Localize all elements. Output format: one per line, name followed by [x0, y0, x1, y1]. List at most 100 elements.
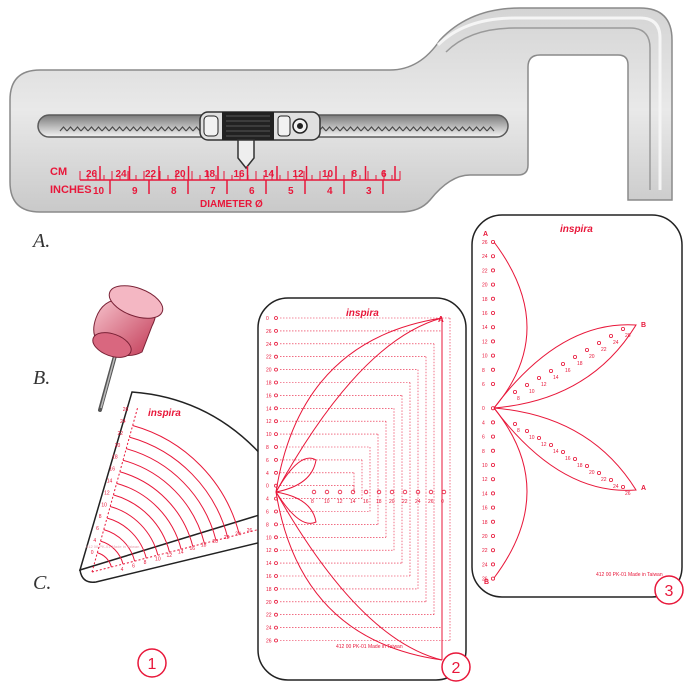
t3-row-number: 26: [482, 577, 488, 583]
t3-petal-hole: [525, 428, 530, 433]
t2-hole: [274, 599, 278, 604]
t2-hole: [274, 393, 278, 398]
t2-row-number: 12: [266, 548, 272, 554]
fan-arc: [103, 529, 136, 562]
t3-row-number: 26: [482, 240, 488, 246]
fan-arc: [116, 482, 182, 550]
cm-number: 16: [234, 169, 246, 180]
t2-row-number: 8: [266, 445, 269, 451]
t3-row-number: 20: [482, 534, 488, 540]
t3-petal-upper: [493, 324, 637, 409]
t3-petal-number: 18: [577, 463, 583, 469]
t3-hole: [490, 296, 495, 301]
t3-petal-number: 26: [625, 333, 631, 339]
t2-center-number: 20: [389, 499, 395, 505]
t2-center-hole: [389, 489, 395, 495]
t2-center-hole: [311, 489, 317, 495]
t2-hole: [274, 406, 278, 411]
t3-petal-hole: [513, 421, 518, 426]
t3-petal-number: 22: [601, 477, 607, 483]
template-3: 2624222018161412108604681012141618202224…: [471, 214, 684, 605]
fan-arc-number: 22: [224, 535, 230, 541]
t3-petal-number: 14: [553, 375, 559, 381]
t2-row-number: 26: [266, 329, 272, 335]
template-1-fan: 2624222018161412108640468101214161820222…: [78, 391, 302, 678]
cm-number: 26: [86, 169, 98, 180]
fan-number: 12: [104, 490, 110, 496]
fan-number: 6: [96, 526, 99, 532]
t3-petal-hole: [621, 484, 626, 489]
callout-2: [441, 652, 471, 682]
t3-petal-hole: [573, 354, 578, 359]
inch-number: 4: [327, 186, 333, 197]
fan-arc: [110, 505, 159, 556]
t3-letter-a-top: A: [483, 231, 488, 238]
t2-row-number: 16: [266, 393, 272, 399]
t2-center-number: 8: [311, 499, 314, 505]
t2-center-hole: [337, 489, 343, 495]
diameter-label: DIAMETER Ø: [200, 199, 263, 210]
fan-arc: [113, 494, 170, 553]
t2-center-number: 24: [415, 499, 421, 505]
inch-number: 7: [210, 186, 216, 197]
t3-petal-hole: [549, 368, 554, 373]
callout-2-label: 2: [452, 660, 461, 677]
template-2: 0262422201816141210864046810121416182022…: [257, 297, 471, 682]
fan-number: 26: [123, 407, 129, 413]
t2-row-number: 8: [266, 522, 269, 528]
t3-petal-number: 16: [565, 368, 571, 374]
t2-hole: [274, 380, 278, 385]
t2-curve: [275, 317, 443, 493]
fan-arc-number: 10: [155, 556, 161, 562]
t3-hole: [490, 462, 495, 467]
fan-arc-number: 16: [189, 546, 195, 552]
fan-arc-number: 20: [212, 539, 218, 545]
fan-arc-number: 6: [132, 564, 135, 570]
t3-petal-hole: [585, 347, 590, 352]
t2-curve: [275, 491, 443, 661]
t3-row-number: 16: [482, 311, 488, 317]
t2-row-number: 14: [266, 561, 272, 567]
fan-arc: [126, 448, 217, 541]
t3-petal-number: 24: [613, 484, 619, 490]
t2-center-number: 18: [376, 499, 382, 505]
t2-center-hole: [324, 489, 330, 495]
t2-center-number: 12: [337, 499, 343, 505]
cm-number: 10: [322, 169, 334, 180]
fan-arc: [132, 425, 240, 535]
label-c: C.: [33, 572, 52, 594]
t3-petal-number: 22: [601, 347, 607, 353]
t2-center-hole: [415, 489, 421, 495]
fan-arc: [106, 517, 147, 559]
t2-row-number: 20: [266, 368, 272, 374]
cm-number: 22: [145, 169, 157, 180]
t2-hole: [274, 419, 278, 424]
fan-number: 10: [101, 502, 107, 508]
brand-logo-1: inspira: [148, 408, 181, 419]
t2-row-number: 10: [266, 535, 272, 541]
t3-petal-hole: [597, 340, 602, 345]
cm-number: 12: [293, 169, 305, 180]
fan-arc-number: 4: [121, 567, 124, 573]
t2-row-number: 6: [266, 510, 269, 516]
t3-hole: [490, 548, 495, 553]
t3-hole: [490, 339, 495, 344]
t3-petal-number: 10: [529, 389, 535, 395]
cm-number: 18: [204, 169, 216, 180]
t3-row-number: 16: [482, 506, 488, 512]
callout-1-label: 1: [148, 656, 157, 673]
fan-edge: [91, 408, 138, 573]
t3-row-number: 4: [482, 420, 485, 426]
t2-center-number: 22: [402, 499, 408, 505]
t2-center-hole: [350, 489, 356, 495]
fan-arc-number: 24: [235, 532, 241, 538]
t2-letter-a: A: [438, 315, 444, 324]
t3-petal-number: 12: [541, 382, 547, 388]
t2-footer: 412 00 PK-01 Made in Taiwan: [336, 644, 403, 650]
t2-row-number: 22: [266, 355, 272, 361]
cm-label: CM: [50, 166, 67, 178]
t2-row-number: 26: [266, 639, 272, 645]
fan-arc-number: 14: [178, 549, 184, 555]
